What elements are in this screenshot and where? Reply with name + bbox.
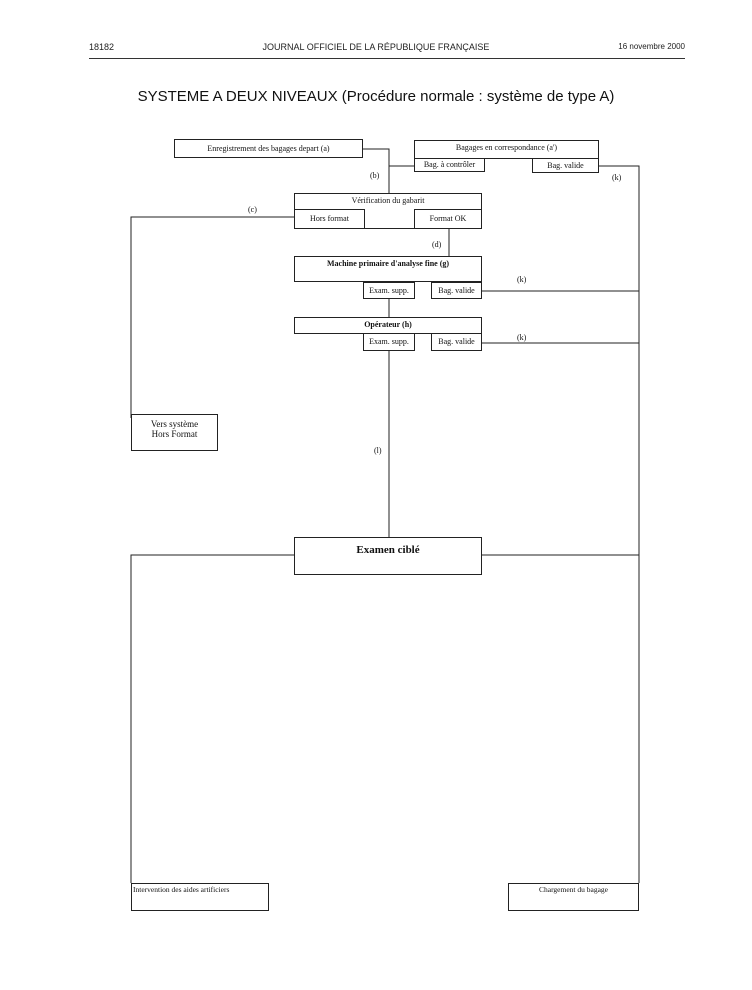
node-enregistrement: Enregistrement des bagages depart (a) — [174, 139, 363, 158]
node-verification-label: Vérification du gabarit — [351, 196, 425, 205]
connector-examen-intervention — [130, 554, 294, 883]
node-format-ok: Format OK — [414, 209, 482, 229]
diagram-title: SYSTEME A DEUX NIVEAUX (Procédure normal… — [137, 88, 615, 105]
connector-c — [130, 216, 295, 418]
edge-label-c: (c) — [248, 205, 257, 214]
page-number: 18182 — [89, 42, 115, 52]
node-vers-systeme: Vers système Hors Format — [131, 414, 218, 451]
edge-label-k-operateur: (k) — [517, 333, 527, 342]
node-operateur: Opérateur (h) — [294, 317, 482, 334]
publication-date: 16 novembre 2000 — [618, 42, 685, 51]
node-machine: Machine primaire d'analyse fine (g) — [294, 256, 482, 282]
edge-label-k-machine: (k) — [517, 275, 527, 284]
node-intervention: Intervention des aides artificiers — [131, 883, 269, 911]
edge-label-d: (d) — [432, 240, 442, 249]
edge-label-k-top: (k) — [612, 173, 622, 182]
node-hors-format: Hors format — [294, 209, 365, 229]
node-correspondance: Bagages en correspondance (a') — [414, 140, 599, 159]
edge-label-b: (b) — [370, 171, 380, 180]
connector-examen-chargement — [482, 554, 640, 883]
edge-label-l: (l) — [374, 446, 382, 455]
connector-a-b — [362, 148, 390, 193]
node-bag-valide-3: Bag. valide — [431, 333, 482, 351]
node-chargement: Chargement du bagage — [508, 883, 639, 911]
node-bag-valide-1: Bag. valide — [532, 158, 599, 173]
node-exam-supp-2: Exam. supp. — [363, 333, 415, 351]
node-exam-supp-1: Exam. supp. — [363, 282, 415, 299]
node-bag-valide-2: Bag. valide — [431, 282, 482, 299]
node-vers-systeme-line2: Hors Format — [151, 429, 198, 440]
node-vers-systeme-line1: Vers système — [150, 419, 199, 429]
connector-k-top — [598, 165, 640, 560]
journal-title: JOURNAL OFFICIEL DE LA RÉPUBLIQUE FRANÇA… — [262, 42, 490, 52]
node-examen-cible: Examen ciblé — [294, 537, 482, 575]
node-bag-a-controler: Bag. à contrôler — [414, 158, 485, 172]
header-rule — [89, 58, 685, 59]
